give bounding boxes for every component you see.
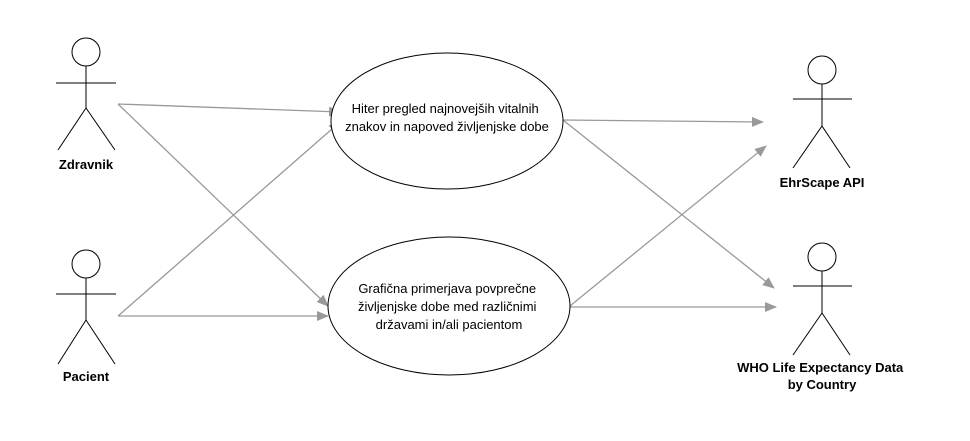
- stick-figure-icon: [792, 55, 852, 169]
- use-case-graphical-comparison-line-3: državami in/ali pacientom: [376, 317, 523, 332]
- use-case-graphical-comparison: Grafična primerjava povprečne življenjsk…: [327, 236, 571, 376]
- use-case-vitals-overview: Hiter pregled najnovejših vitalnih znako…: [330, 52, 564, 190]
- actor-label-who-line-2: by Country: [788, 377, 857, 392]
- stick-figure-icon: [56, 37, 116, 151]
- actor-label-pacient: Pacient: [63, 369, 110, 384]
- assoc-pacient-uc1: [117, 121, 341, 317]
- actor-who: WHO Life Expectancy Data by Country: [737, 242, 907, 392]
- use-case-graphical-comparison-line-1: Grafična primerjava povprečne: [358, 281, 536, 296]
- use-case-vitals-overview-line-2: znakov in napoved življenjske dobe: [345, 119, 549, 134]
- actor-zdravnik: Zdravnik: [56, 37, 116, 172]
- assoc-zdravnik-uc1: [117, 103, 341, 117]
- actor-label-who-line-1: WHO Life Expectancy Data: [737, 360, 904, 375]
- use-case-graphical-comparison-label: Grafična primerjava povprečne življenjsk…: [358, 281, 540, 332]
- use-case-vitals-overview-label: Hiter pregled najnovejših vitalnih znako…: [345, 101, 549, 134]
- actor-ehrscape: EhrScape API: [780, 55, 865, 190]
- actor-pacient: Pacient: [56, 249, 116, 384]
- assoc-uc1-ehrscape: [562, 116, 764, 127]
- associations: [117, 103, 777, 321]
- stick-figure-icon: [792, 242, 852, 356]
- actor-label-who: WHO Life Expectancy Data by Country: [737, 360, 907, 392]
- assoc-uc1-who: [562, 119, 775, 289]
- stick-figure-icon: [56, 249, 116, 365]
- use-case-vitals-overview-line-1: Hiter pregled najnovejših vitalnih: [352, 101, 539, 116]
- use-case-graphical-comparison-line-2: življenjske dobe med različnimi: [358, 299, 537, 314]
- assoc-uc2-ehrscape: [569, 145, 767, 307]
- actor-label-zdravnik: Zdravnik: [59, 157, 114, 172]
- actor-label-ehrscape: EhrScape API: [780, 175, 865, 190]
- assoc-zdravnik-uc2: [117, 103, 329, 307]
